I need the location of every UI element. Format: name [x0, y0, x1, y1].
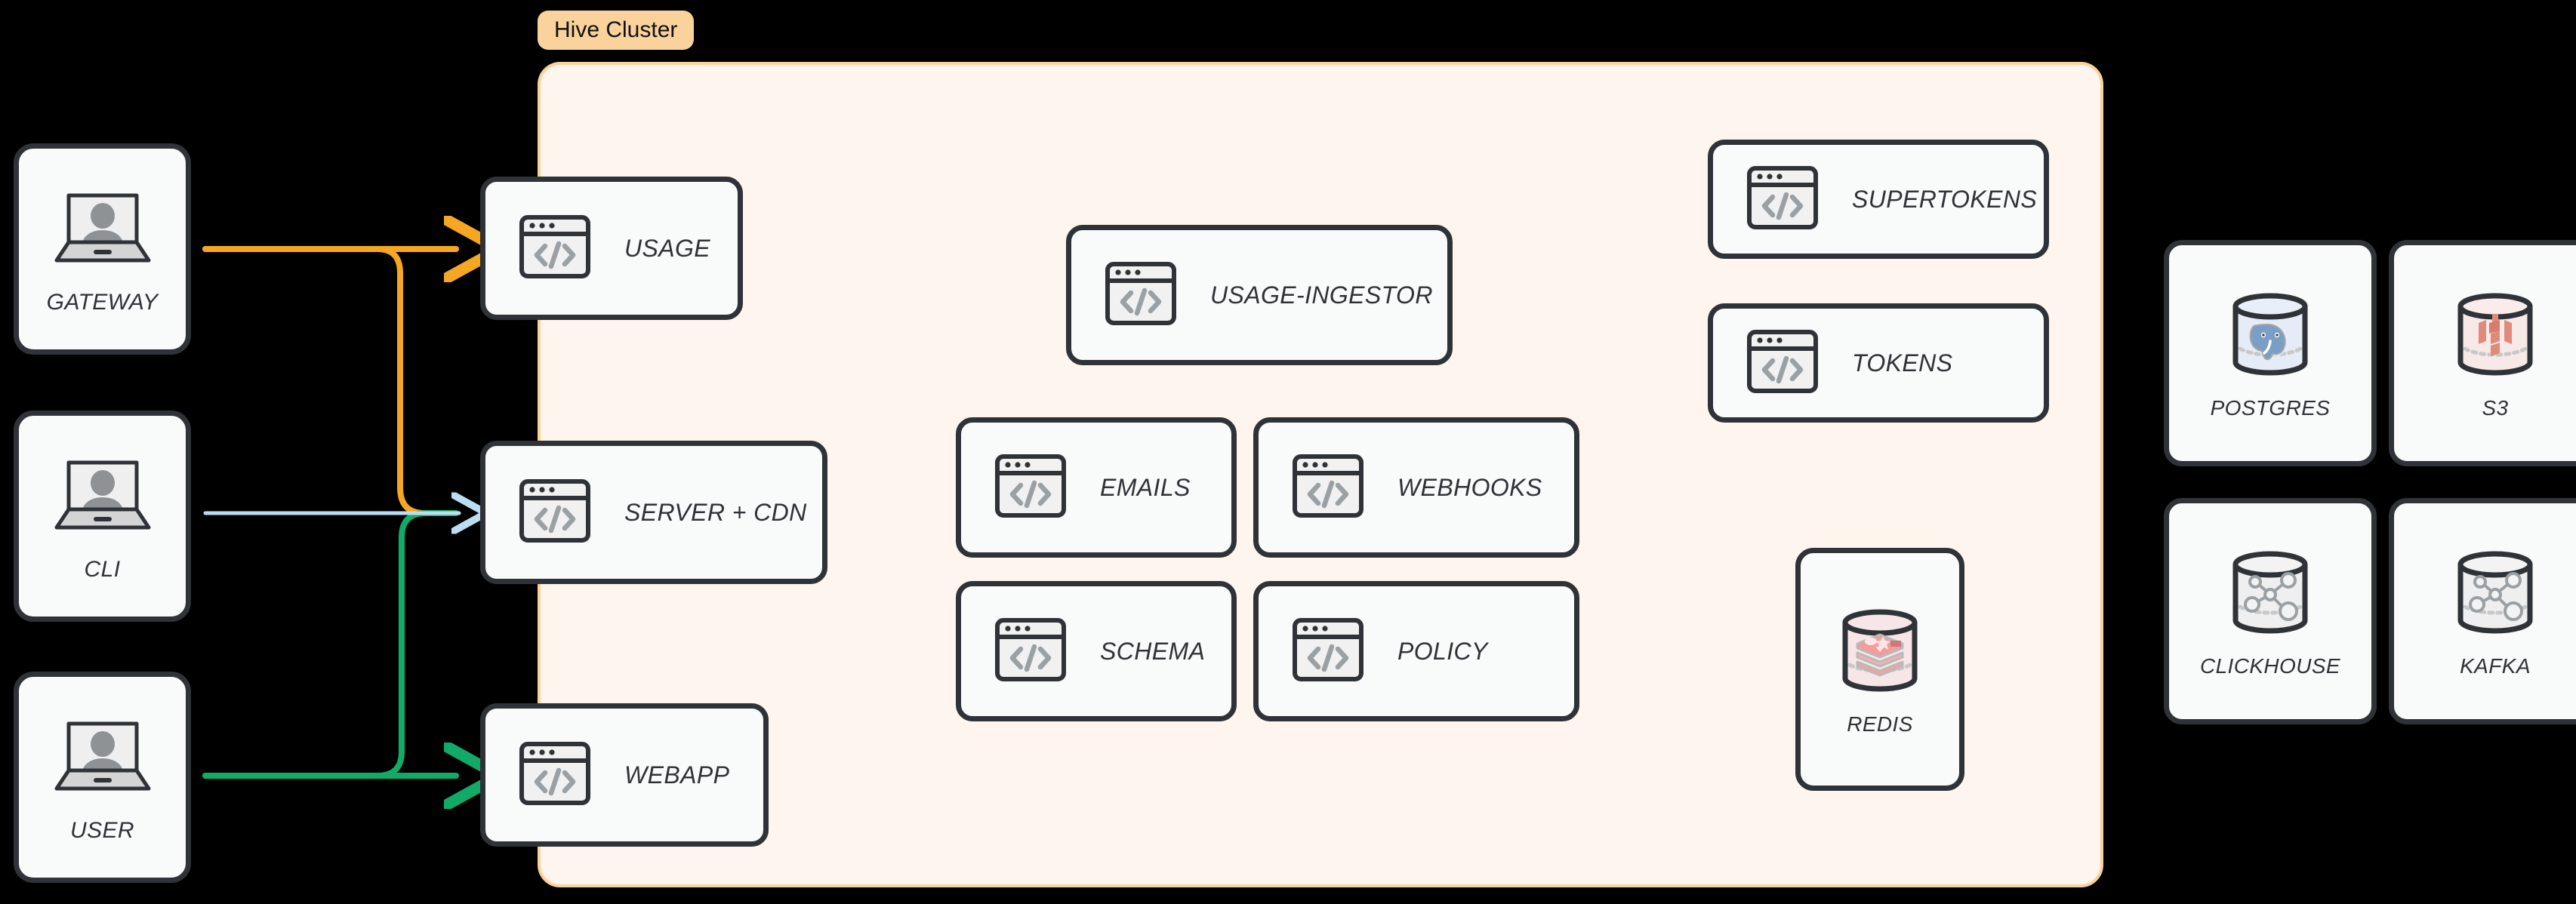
client-node-user[interactable]: USER: [14, 672, 191, 883]
postgres-cylinder-icon: [2222, 287, 2319, 389]
hive-cluster-badge: Hive Cluster: [538, 11, 695, 50]
service-label: POLICY: [1397, 637, 1488, 665]
client-label: USER: [70, 817, 134, 843]
service-label: EMAILS: [1100, 473, 1191, 501]
laptop-user-icon: [46, 450, 159, 545]
service-label: WEBHOOKS: [1397, 473, 1542, 501]
client-label: GATEWAY: [46, 289, 159, 315]
service-label: SCHEMA: [1100, 637, 1206, 665]
service-label: USAGE: [624, 234, 711, 262]
service-node-usage[interactable]: USAGE: [480, 177, 743, 320]
service-node-webapp[interactable]: WEBAPP: [480, 703, 769, 847]
service-node-tokens[interactable]: TOKENS: [1708, 303, 2049, 423]
edge-user-to-server-cdn: [202, 510, 459, 779]
datastore-label: REDIS: [1847, 712, 1913, 736]
code-window-icon: [1292, 617, 1364, 686]
s3-cylinder-icon: [2447, 287, 2544, 389]
service-node-schema[interactable]: SCHEMA: [956, 581, 1237, 721]
service-node-policy[interactable]: POLICY: [1253, 581, 1579, 721]
service-label: WEBAPP: [624, 761, 730, 789]
datastore-node-clickhouse[interactable]: CLICKHOUSE: [2164, 498, 2377, 724]
client-label: CLI: [84, 556, 121, 582]
network-cylinder-icon: [2447, 545, 2544, 647]
code-window-icon: [1105, 261, 1177, 330]
redis-cylinder-icon: [1832, 603, 1928, 705]
code-window-icon: [519, 478, 591, 547]
client-node-gateway[interactable]: GATEWAY: [14, 143, 191, 355]
datastore-node-kafka[interactable]: KAFKA: [2389, 498, 2576, 724]
service-label: SERVER + CDN: [624, 498, 807, 526]
service-node-usage-ingestor[interactable]: USAGE-INGESTOR: [1066, 225, 1453, 365]
code-window-icon: [1746, 329, 1819, 398]
laptop-user-icon: [46, 712, 159, 806]
service-node-emails[interactable]: EMAILS: [956, 417, 1237, 558]
datastore-node-postgres[interactable]: POSTGRES: [2164, 240, 2377, 466]
datastore-label: POSTGRES: [2210, 395, 2331, 420]
laptop-user-icon: [46, 183, 159, 278]
code-window-icon: [994, 617, 1067, 686]
client-node-cli[interactable]: CLI: [14, 410, 191, 622]
datastore-node-s3[interactable]: S3: [2389, 240, 2576, 466]
code-window-icon: [1292, 454, 1364, 522]
service-node-server-cdn[interactable]: SERVER + CDN: [480, 441, 827, 584]
code-window-icon: [1746, 165, 1819, 234]
datastore-label: KAFKA: [2460, 653, 2531, 678]
edge-gateway-to-server-cdn: [202, 246, 456, 516]
service-label: SUPERTOKENS: [1852, 185, 2038, 213]
datastore-node-redis[interactable]: REDIS: [1795, 548, 1964, 791]
code-window-icon: [519, 214, 591, 283]
service-node-supertokens[interactable]: SUPERTOKENS: [1708, 140, 2049, 259]
service-label: USAGE-INGESTOR: [1210, 281, 1433, 309]
code-window-icon: [519, 741, 591, 810]
service-label: TOKENS: [1852, 349, 1953, 377]
code-window-icon: [994, 454, 1067, 522]
network-cylinder-icon: [2222, 545, 2319, 647]
service-node-webhooks[interactable]: WEBHOOKS: [1253, 417, 1579, 558]
datastore-label: S3: [2482, 395, 2509, 420]
datastore-label: CLICKHOUSE: [2199, 653, 2341, 678]
